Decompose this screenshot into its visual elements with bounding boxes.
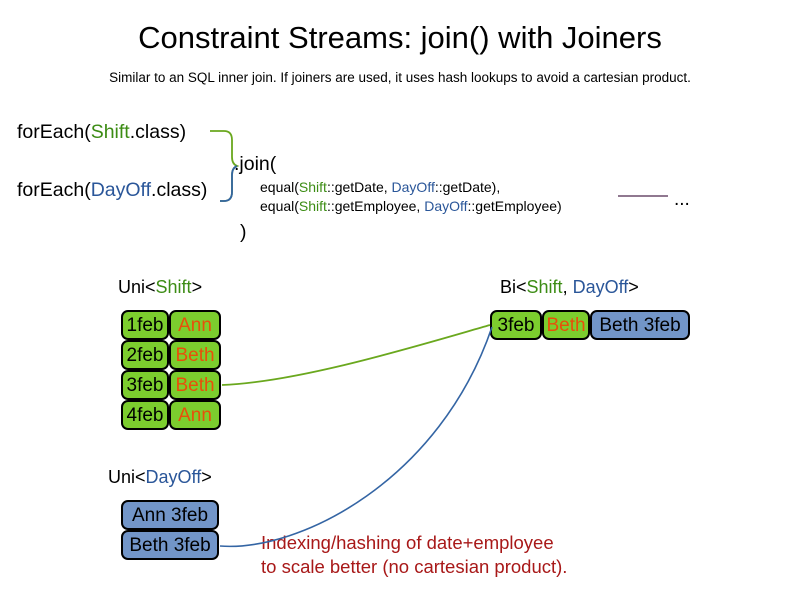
label-bi-prefix: Bi<	[500, 277, 527, 297]
joiner-0-left-type: Shift	[298, 179, 327, 195]
joiner-0-left-ref: ::getDate,	[326, 179, 392, 195]
shift-row-cell-date: 4feb	[121, 400, 169, 430]
code-foreach-shift-type: Shift	[90, 121, 130, 143]
shift-row-cell-date: 3feb	[121, 370, 169, 400]
shift-row-cell-date: 1feb	[121, 310, 169, 340]
code-foreach-dayoff-prefix: forEach(	[17, 179, 91, 201]
page-subtitle: Similar to an SQL inner join. If joiners…	[109, 70, 691, 85]
joiner-0-right-type: DayOff	[391, 179, 435, 195]
code-join-open: .join(	[234, 153, 277, 175]
label-uni-shift-type: Shift	[155, 277, 192, 297]
code-ellipsis: ...	[674, 189, 690, 210]
label-bi-separator: ,	[562, 277, 573, 297]
shift-row-cell-employee: Ann	[169, 310, 221, 340]
code-foreach-shift-suffix: .class)	[129, 121, 187, 143]
shift-row-cell-date: 2feb	[121, 340, 169, 370]
code-joiner-equal-date: equal(Shift::getDate, DayOff::getDate),	[260, 178, 500, 196]
note-line-2: to scale better (no cartesian product).	[261, 556, 568, 577]
brace-foreach-to-join	[210, 130, 240, 202]
shift-row-cell-employee: Beth	[169, 370, 221, 400]
joiner-0-right-ref: ::getDate),	[434, 179, 501, 195]
label-uni-dayoff: Uni<DayOff>	[108, 466, 212, 488]
label-bi-type-a: Shift	[526, 277, 563, 297]
code-foreach-shift-prefix: forEach(	[17, 121, 91, 143]
code-foreach-dayoff-suffix: .class)	[151, 179, 208, 201]
code-foreach-shift: forEach(Shift.class)	[17, 120, 186, 144]
label-bi-suffix: >	[628, 277, 639, 297]
joiner-1-prefix: equal(	[260, 198, 299, 214]
note-line-1: Indexing/hashing of date+employee	[261, 532, 554, 553]
label-uni-dayoff-type: DayOff	[145, 467, 202, 487]
bi-row-cell-shift-employee: Beth	[542, 310, 590, 340]
joiner-1-right-type: DayOff	[424, 198, 468, 214]
bi-row-cell-shift-date: 3feb	[490, 310, 542, 340]
code-foreach-dayoff-type: DayOff	[90, 179, 152, 201]
label-uni-shift-prefix: Uni<	[118, 277, 156, 297]
code-foreach-dayoff: forEach(DayOff.class)	[17, 178, 207, 202]
shift-row-cell-employee: Beth	[169, 340, 221, 370]
label-uni-dayoff-suffix: >	[201, 467, 212, 487]
dayoff-row-cell: Ann 3feb	[121, 500, 219, 530]
label-bi-type-b: DayOff	[572, 277, 629, 297]
code-join-close: )	[240, 221, 247, 243]
label-bi-shift-dayoff: Bi<Shift, DayOff>	[500, 276, 639, 298]
note-text: Indexing/hashing of date+employee to sca…	[261, 531, 567, 579]
connector-dayoff-to-bi	[219, 326, 493, 548]
code-joiner-equal-employee: equal(Shift::getEmployee, DayOff::getEmp…	[260, 197, 562, 215]
joiner-0-prefix: equal(	[260, 179, 299, 195]
joiner-1-left-ref: ::getEmployee,	[326, 198, 425, 214]
label-uni-shift-suffix: >	[191, 277, 203, 297]
dayoff-row-cell: Beth 3feb	[121, 530, 219, 560]
joiner-1-right-ref: ::getEmployee)	[467, 198, 562, 214]
label-uni-shift: Uni<Shift>	[118, 276, 202, 298]
shift-row-cell-employee: Ann	[169, 400, 221, 430]
page-title: Constraint Streams: join() with Joiners	[138, 20, 662, 55]
bi-row-cell-dayoff: Beth 3feb	[590, 310, 690, 340]
label-uni-dayoff-prefix: Uni<	[108, 467, 146, 487]
joiner-1-left-type: Shift	[298, 198, 327, 214]
connector-shift-to-bi	[221, 324, 491, 386]
